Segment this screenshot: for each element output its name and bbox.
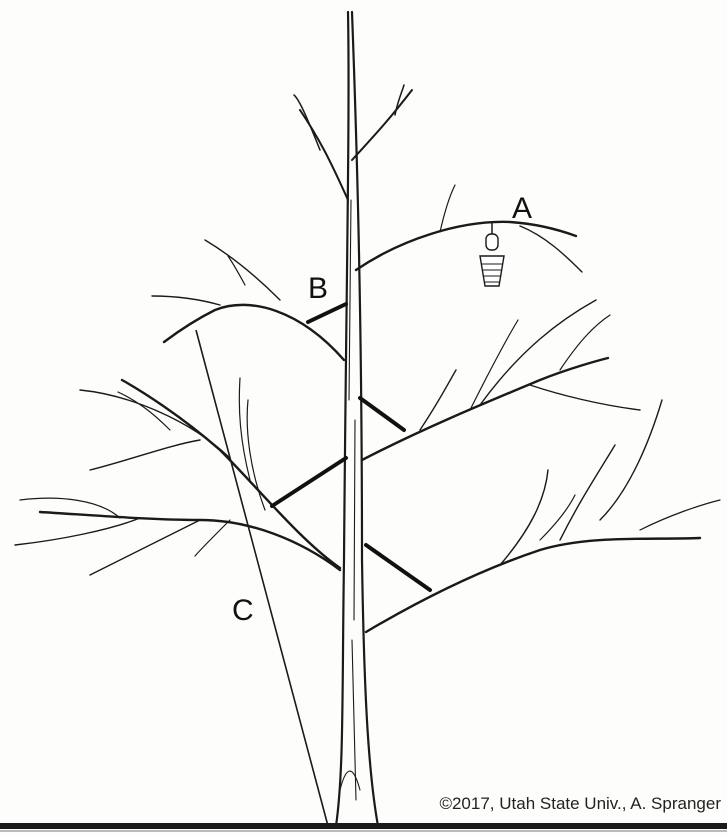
branch-a bbox=[356, 185, 582, 272]
tie-string-c bbox=[196, 330, 328, 826]
spreader-right-lower bbox=[366, 545, 430, 590]
branch-right-middle bbox=[362, 300, 640, 460]
spreader-b bbox=[308, 304, 346, 322]
branch-right-lower bbox=[366, 400, 720, 632]
branch-left-lower bbox=[15, 498, 340, 575]
label-b: B bbox=[308, 272, 328, 305]
trunk bbox=[336, 12, 378, 826]
spreaders bbox=[272, 304, 430, 590]
label-c: C bbox=[232, 594, 254, 627]
label-a: A bbox=[512, 192, 532, 225]
ground-line bbox=[0, 823, 727, 829]
leader-top-branches bbox=[294, 85, 412, 200]
hanging-weight-icon bbox=[480, 222, 504, 286]
spreader-right-middle bbox=[360, 398, 404, 430]
copyright-text: ©2017, Utah State Univ., A. Spranger bbox=[439, 794, 721, 814]
spreader-left-middle bbox=[272, 458, 346, 506]
